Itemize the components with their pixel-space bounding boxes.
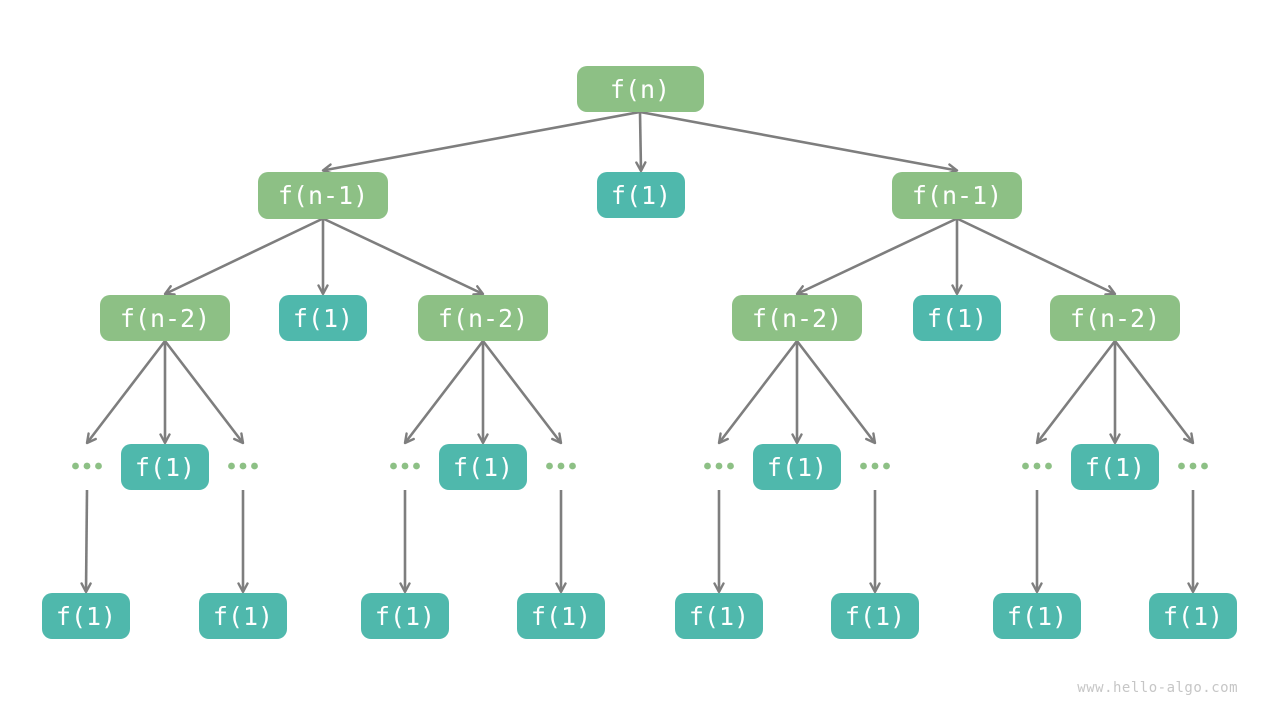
edge-l3-3-d3 (403, 340, 485, 445)
tree-node-l4-3: f(1) (753, 444, 841, 490)
ellipsis-dot (1045, 462, 1052, 470)
ellipsis-dot (715, 462, 723, 470)
ellipsis-dot (1201, 462, 1208, 470)
watermark: www.hello-algo.com (1077, 680, 1238, 696)
edge-l3-1-d1 (85, 340, 167, 445)
ellipsis-dot (546, 462, 553, 470)
ellipsis-dot (83, 462, 91, 470)
edge-l2-1-l3-1 (163, 217, 324, 296)
tree-node-l5-4: f(1) (517, 593, 605, 639)
edge-root-l2-3 (639, 110, 959, 175)
ellipsis-dots-d6 (860, 462, 890, 470)
ellipsis-dot (239, 462, 247, 470)
ellipsis-dot (860, 462, 867, 470)
ellipsis-dot (569, 462, 576, 470)
ellipsis-dots-d8 (1178, 462, 1208, 470)
tree-node-l5-5: f(1) (675, 593, 763, 639)
ellipsis-dot (704, 462, 711, 470)
ellipsis-dots-d2 (228, 462, 258, 470)
ellipsis-dots-d3 (390, 462, 420, 470)
tree-node-l3-4: f(n-2) (732, 295, 862, 341)
ellipsis-dot (727, 462, 734, 470)
tree-node-l5-6: f(1) (831, 593, 919, 639)
edge-l3-3-d4 (481, 340, 563, 445)
ellipsis-dot (413, 462, 420, 470)
tree-node-l2-1: f(n-1) (258, 171, 388, 219)
tree-node-l5-3: f(1) (361, 593, 449, 639)
ellipsis-dot (72, 462, 79, 470)
tree-node-l3-5: f(1) (913, 295, 1001, 341)
tree-node-l3-3: f(n-2) (418, 295, 548, 341)
ellipsis-dot (228, 462, 235, 470)
ellipsis-dot (390, 462, 397, 470)
tree-node-l5-7: f(1) (993, 593, 1081, 639)
tree-node-l4-1: f(1) (121, 444, 209, 490)
ellipsis-dot (95, 462, 102, 470)
ellipsis-dots-d7 (1022, 462, 1052, 470)
edge-d1-l5-1 (80, 489, 92, 594)
ellipsis-dots-d4 (546, 462, 576, 470)
tree-node-l5-8: f(1) (1149, 593, 1237, 639)
tree-node-l4-4: f(1) (1071, 444, 1159, 490)
edge-l3-4-d5 (717, 340, 799, 445)
ellipsis-dot (871, 462, 879, 470)
ellipsis-dots-d5 (704, 462, 734, 470)
ellipsis-dot (401, 462, 409, 470)
tree-node-l2-2: f(1) (597, 172, 685, 218)
ellipsis-dot (251, 462, 258, 470)
tree-node-l3-2: f(1) (279, 295, 367, 341)
ellipsis-dot (1178, 462, 1185, 470)
tree-node-l3-1: f(n-2) (100, 295, 230, 341)
ellipsis-dot (1189, 462, 1197, 470)
edge-root-l2-1 (321, 110, 641, 175)
ellipsis-dot (1022, 462, 1029, 470)
edge-l2-3-l3-6 (956, 217, 1117, 296)
tree-node-l4-2: f(1) (439, 444, 527, 490)
edge-l3-6-d8 (1113, 340, 1195, 445)
edge-l2-3-l3-4 (795, 217, 958, 296)
edge-l3-4-d6 (795, 340, 877, 445)
ellipsis-dot (883, 462, 890, 470)
tree-node-l5-1: f(1) (42, 593, 130, 639)
edge-root-l2-2 (635, 111, 647, 173)
edge-l2-1-l3-3 (322, 217, 485, 296)
ellipsis-dot (1033, 462, 1041, 470)
tree-node-l2-3: f(n-1) (892, 171, 1022, 219)
tree-node-root: f(n) (576, 66, 704, 112)
edge-l3-6-d7 (1035, 340, 1117, 445)
ellipsis-dot (557, 462, 565, 470)
edge-l3-1-d2 (163, 340, 245, 445)
tree-node-l5-2: f(1) (199, 593, 287, 639)
tree-node-l3-6: f(n-2) (1050, 295, 1180, 341)
ellipsis-dots-d1 (72, 462, 102, 470)
